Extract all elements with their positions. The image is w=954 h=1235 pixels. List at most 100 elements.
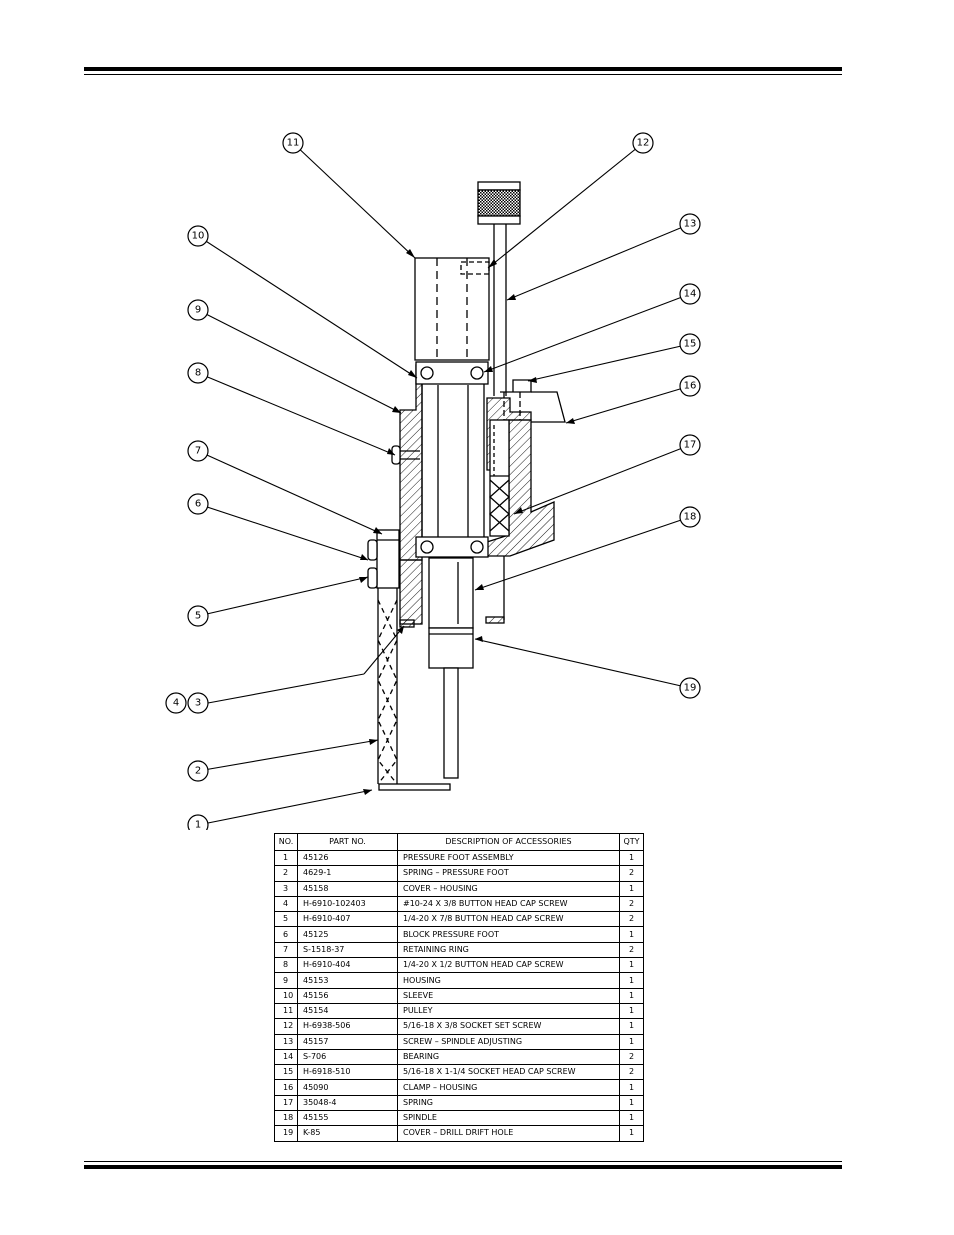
svg-text:8: 8 — [195, 368, 201, 379]
cell-part: S-706 — [297, 1048, 398, 1066]
svg-text:2: 2 — [195, 766, 201, 777]
svg-text:9: 9 — [195, 305, 201, 316]
svg-text:13: 13 — [684, 219, 697, 230]
cell-no: 6 — [274, 926, 298, 943]
cell-no: 19 — [274, 1125, 298, 1142]
callout-9: 9 — [187, 299, 209, 321]
cell-qty: 1 — [619, 926, 644, 943]
callout-19: 19 — [679, 677, 701, 699]
cell-qty: 1 — [619, 957, 644, 974]
svg-text:3: 3 — [195, 698, 201, 709]
cell-desc: HOUSING — [397, 972, 620, 989]
cell-desc: PRESSURE FOOT ASSEMBLY — [397, 849, 620, 867]
svg-text:16: 16 — [684, 381, 697, 392]
cell-no: 4 — [274, 895, 298, 913]
callout-7: 7 — [187, 440, 209, 462]
arrowheads — [359, 249, 575, 795]
cell-desc: SLEEVE — [397, 987, 620, 1004]
cell-part: 45153 — [297, 972, 398, 989]
cell-part: 45125 — [297, 926, 398, 943]
cell-part: H-6918-510 — [297, 1064, 398, 1081]
cell-qty: 1 — [619, 1110, 644, 1127]
cell-no: 5 — [274, 911, 298, 928]
cell-part: H-6910-404 — [297, 957, 398, 974]
cell-desc: CLAMP – HOUSING — [397, 1079, 620, 1096]
svg-text:12: 12 — [637, 138, 650, 149]
callout-16: 16 — [679, 375, 701, 397]
header-description: DESCRIPTION OF ACCESSORIES — [397, 833, 620, 851]
callout-5: 5 — [187, 605, 209, 627]
cell-part: 45126 — [297, 849, 398, 867]
cell-no: 18 — [274, 1110, 298, 1127]
cell-part: 45090 — [297, 1079, 398, 1096]
callout-4: 4 — [165, 692, 187, 714]
cell-no: 12 — [274, 1018, 298, 1035]
svg-text:5: 5 — [195, 611, 201, 622]
svg-text:15: 15 — [684, 339, 697, 350]
header-qty: QTY — [619, 833, 644, 851]
cell-desc: SPRING – PRESSURE FOOT — [397, 865, 620, 882]
top-rule-thin — [84, 74, 842, 75]
leader-lines — [197, 142, 691, 826]
cell-desc: SPRING — [397, 1094, 620, 1112]
cell-qty: 2 — [619, 941, 644, 959]
housing-part — [399, 364, 555, 625]
cell-part: S-1518-37 — [297, 941, 398, 959]
cell-no: 14 — [274, 1048, 298, 1066]
cell-qty: 1 — [619, 1033, 644, 1050]
cell-desc: COVER – HOUSING — [397, 880, 620, 897]
svg-text:4: 4 — [173, 698, 179, 709]
cell-no: 10 — [274, 987, 298, 1004]
svg-text:18: 18 — [684, 512, 697, 523]
cell-qty: 1 — [619, 972, 644, 989]
cell-part: 35048-4 — [297, 1094, 398, 1112]
cell-no: 16 — [274, 1079, 298, 1096]
cell-desc: 5/16-18 X 3/8 SOCKET SET SCREW — [397, 1018, 620, 1035]
bearing-upper — [415, 361, 489, 385]
cell-part: 45155 — [297, 1110, 398, 1127]
cell-desc: BEARING — [397, 1048, 620, 1066]
svg-text:17: 17 — [684, 440, 697, 451]
cell-qty: 1 — [619, 1002, 644, 1020]
cell-qty: 2 — [619, 895, 644, 913]
bearing-lower — [415, 536, 489, 558]
callout-11: 11 — [282, 132, 304, 154]
cell-no: 7 — [274, 941, 298, 959]
cell-part: 45158 — [297, 880, 398, 897]
cell-desc: BLOCK PRESSURE FOOT — [397, 926, 620, 943]
cell-desc: COVER – DRILL DRIFT HOLE — [397, 1125, 620, 1142]
cell-part: 45156 — [297, 987, 398, 1004]
cell-no: 17 — [274, 1094, 298, 1112]
svg-text:14: 14 — [684, 289, 697, 300]
spindle-part — [428, 557, 474, 779]
cell-no: 2 — [274, 865, 298, 882]
cell-qty: 1 — [619, 1079, 644, 1096]
callout-balloons: 1 2 3 4 5 6 7 8 9 10 11 12 13 14 15 16 1… — [165, 132, 701, 830]
header-no: NO. — [274, 833, 298, 851]
cell-no: 3 — [274, 880, 298, 897]
cell-part: 4629-1 — [297, 865, 398, 882]
cell-no: 11 — [274, 1002, 298, 1020]
cell-qty: 2 — [619, 1064, 644, 1081]
spring-part — [489, 419, 510, 537]
cell-part: 45157 — [297, 1033, 398, 1050]
cell-qty: 1 — [619, 1018, 644, 1035]
table-header-row: NO. PART NO. DESCRIPTION OF ACCESSORIES … — [274, 833, 644, 851]
cell-desc: SCREW – SPINDLE ADJUSTING — [397, 1033, 620, 1050]
callout-2: 2 — [187, 760, 209, 782]
cell-no: 13 — [274, 1033, 298, 1050]
svg-text:19: 19 — [684, 683, 697, 694]
cell-desc: #10-24 X 3/8 BUTTON HEAD CAP SCREW — [397, 895, 620, 913]
exploded-assembly-drawing: 1 2 3 4 5 6 7 8 9 10 11 12 13 14 15 16 1… — [165, 132, 701, 830]
